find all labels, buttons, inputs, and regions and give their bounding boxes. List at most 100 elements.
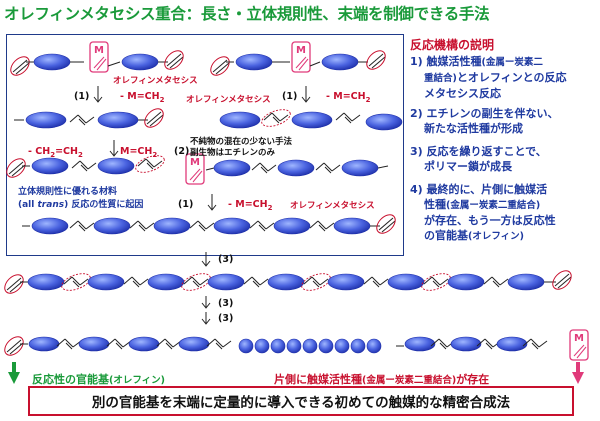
bond xyxy=(77,220,87,230)
bond xyxy=(372,280,380,288)
monomer-bead xyxy=(291,111,333,129)
byproduct-left: - M=CH2 xyxy=(120,91,165,104)
bond xyxy=(123,276,133,285)
bond xyxy=(63,276,73,285)
bond xyxy=(323,162,333,172)
bond xyxy=(156,338,166,347)
bond xyxy=(476,338,486,347)
bond xyxy=(309,61,321,67)
terminal-olefin-highlight xyxy=(10,56,30,76)
bond xyxy=(263,112,273,121)
bond xyxy=(191,276,201,286)
monomer-bead xyxy=(213,159,251,177)
olefin-metathesis-label-2: オレフィンメタセシス xyxy=(186,95,271,105)
bond xyxy=(93,56,105,69)
bond xyxy=(483,276,493,285)
bond xyxy=(80,164,88,172)
bond xyxy=(259,278,269,286)
mechanism-heading: 反応機構の説明 xyxy=(410,38,495,52)
bond xyxy=(164,338,174,348)
bond xyxy=(252,280,260,288)
bond xyxy=(165,342,173,350)
terminal-olefin-highlight xyxy=(376,214,396,234)
monomer-bead xyxy=(321,53,359,71)
bond xyxy=(114,338,124,348)
bond xyxy=(189,220,199,229)
bond xyxy=(379,278,389,286)
metal-symbol: M xyxy=(94,45,104,56)
reaction-arrow-head xyxy=(207,204,217,211)
monomer-bead xyxy=(302,338,318,354)
double-bond-highlight xyxy=(61,273,91,291)
monomer-bead xyxy=(87,273,125,291)
metal-symbol: M xyxy=(190,157,200,168)
step-1-bottom: (1) xyxy=(178,199,194,210)
monomer-bead xyxy=(350,338,366,354)
monomer-bead xyxy=(97,157,135,175)
monomer-bead xyxy=(450,336,482,352)
bond xyxy=(265,222,275,230)
monomer-bead xyxy=(33,53,71,71)
bond xyxy=(335,112,345,121)
bond xyxy=(8,161,24,175)
bond xyxy=(531,342,539,350)
bond xyxy=(79,160,89,170)
monomer-bead xyxy=(254,338,270,354)
bond xyxy=(319,278,329,286)
double-bond-highlight xyxy=(421,273,451,291)
bond xyxy=(146,162,154,170)
bond xyxy=(78,118,86,126)
catalyst-end-label: 片側に触媒活性種(金属ー炭素二重結合)が存在 xyxy=(274,373,490,386)
byproduct-bottom: - M=CH2 xyxy=(228,199,273,212)
bond xyxy=(279,114,289,122)
bond xyxy=(251,276,261,286)
bond xyxy=(317,220,327,230)
terminal-olefin-highlight xyxy=(366,50,386,70)
bond xyxy=(15,62,30,75)
bond xyxy=(499,278,509,286)
monomer-bead xyxy=(128,336,160,352)
bond xyxy=(146,111,162,125)
mechanism-point-2: 2) エチレンの副生を伴ない、 新たな活性種が形成 xyxy=(410,107,559,135)
page-title: オレフィンメタセシス重合：長さ・立体規則性、末端を制御できる手法 xyxy=(4,5,490,23)
bond xyxy=(378,217,394,231)
monomer-bead xyxy=(238,338,254,354)
bond xyxy=(423,276,433,285)
bond xyxy=(56,338,66,347)
note-stereo: 立体規則性に優れる材料 xyxy=(18,187,118,197)
bond xyxy=(132,280,140,288)
bond xyxy=(272,116,280,124)
bond xyxy=(6,277,22,291)
bond xyxy=(554,273,570,287)
byproduct-right: - M=CH2 xyxy=(326,91,371,104)
bond xyxy=(315,162,325,171)
bond xyxy=(166,53,182,67)
bond xyxy=(249,220,259,229)
bond xyxy=(205,222,215,230)
bond xyxy=(222,340,232,348)
bond xyxy=(432,280,440,288)
bond xyxy=(145,158,155,168)
monomer-bead xyxy=(341,159,379,177)
green-up-arrow xyxy=(8,362,20,384)
monomer-bead xyxy=(97,111,139,129)
bond xyxy=(439,278,449,286)
catalyst-regen: M=CH2 xyxy=(120,146,158,159)
bond xyxy=(11,164,26,177)
bond xyxy=(205,167,215,171)
bond xyxy=(298,58,309,71)
monomer-bead xyxy=(27,273,65,291)
bond xyxy=(145,222,155,230)
note-alltrans: (all trans) 反応の性質に起因 xyxy=(18,200,144,210)
bond xyxy=(115,342,123,350)
monomer-bead xyxy=(93,217,131,235)
bond xyxy=(9,342,24,355)
bond xyxy=(324,166,332,174)
reaction-arrow-head xyxy=(93,96,103,103)
bond xyxy=(344,116,352,124)
monomer-bead xyxy=(327,273,365,291)
reaction-arrows xyxy=(93,86,311,325)
bond xyxy=(137,158,147,167)
